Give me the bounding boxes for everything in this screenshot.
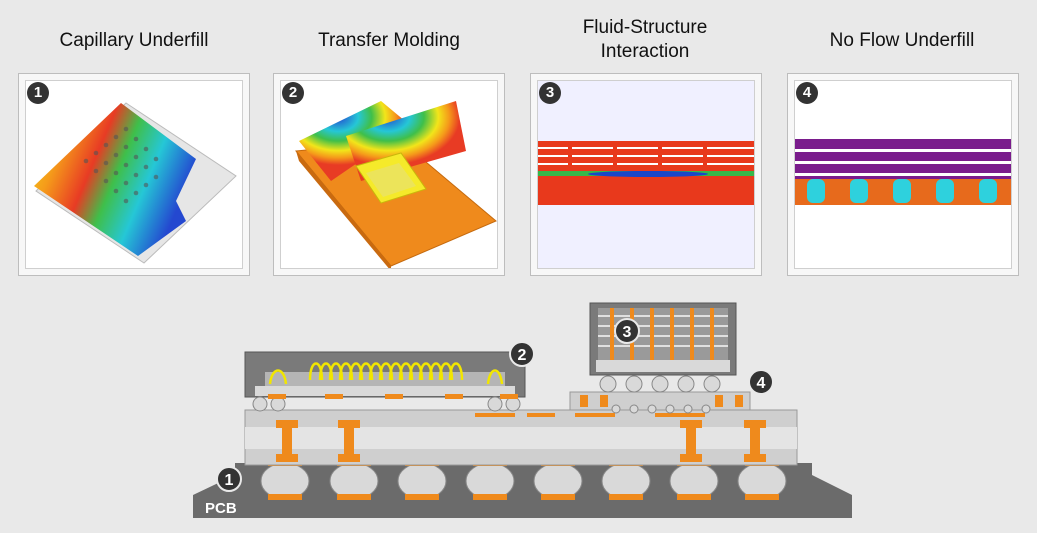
capillary-underfill-simulation (34, 102, 237, 264)
flip-chip-stack (569, 302, 751, 414)
panel-number-badge-4: 4 (796, 82, 818, 104)
pcb-label: PCB (205, 500, 237, 517)
fluid-structure-simulation (538, 141, 754, 205)
panel-3-image (537, 80, 755, 269)
transfer-molding-simulation (295, 101, 497, 268)
panel-title-capillary-underfill: Capillary Underfill (59, 30, 209, 51)
panel-fluid-structure-interaction: 3 (530, 73, 762, 276)
panel-no-flow-underfill: 4 (787, 73, 1019, 276)
panel-number-badge-3: 3 (539, 82, 561, 104)
panel-number-badge-2: 2 (282, 82, 304, 104)
panel-transfer-molding: 2 (273, 73, 505, 276)
no-flow-underfill-simulation (795, 139, 1011, 205)
marker-3: 3 (614, 318, 640, 344)
panel-4-image (794, 80, 1012, 269)
panel-1-image (25, 80, 243, 269)
panel-2-image (280, 80, 498, 269)
bga-solder-balls (235, 461, 812, 500)
panel-title-transfer-molding: Transfer Molding (318, 30, 460, 51)
wire-bond-package (244, 351, 526, 412)
marker-4: 4 (748, 369, 774, 395)
panel-title-fluid-structure-interaction: Fluid-Structure Interaction (582, 17, 708, 62)
panel-capillary-underfill: 1 (18, 73, 250, 276)
panel-number-badge-1: 1 (27, 82, 49, 104)
svg-text:4: 4 (757, 375, 766, 392)
panel-title-no-flow-underfill: No Flow Underfill (829, 30, 975, 51)
marker-1: 1 (216, 466, 242, 492)
svg-text:3: 3 (623, 324, 632, 341)
marker-2: 2 (509, 341, 535, 367)
svg-text:1: 1 (225, 472, 234, 489)
substrate (244, 409, 798, 466)
svg-text:2: 2 (518, 347, 527, 364)
